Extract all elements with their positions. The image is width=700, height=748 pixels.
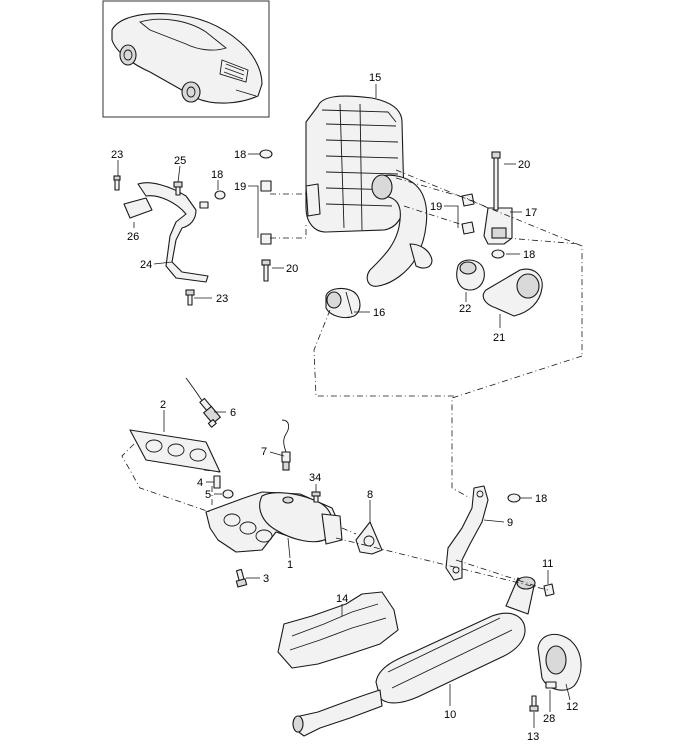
hanger-rod-24 — [137, 182, 209, 283]
callout-21: 21 — [493, 332, 505, 344]
hanger-bracket-26 — [123, 197, 153, 219]
bracket-9 — [445, 485, 489, 581]
nut-19-right-lower — [461, 221, 475, 235]
callout-4: 4 — [197, 477, 203, 489]
callout-22: 22 — [459, 303, 471, 315]
nut-19-right-upper — [461, 193, 475, 207]
bracket-17 — [483, 207, 513, 245]
leader-lines — [117, 84, 571, 728]
callout-23-top: 23 — [111, 149, 123, 161]
callout-25: 25 — [174, 155, 186, 167]
callout-34: 34 — [309, 472, 321, 484]
callout-28: 28 — [543, 713, 555, 725]
washer-18-left-top — [259, 149, 273, 159]
gasket-8 — [355, 521, 383, 555]
callout-16: 16 — [373, 307, 385, 319]
assembly-lines — [121, 169, 583, 591]
callout-18-hanger: 18 — [211, 169, 223, 181]
nut-11 — [543, 583, 555, 597]
callout-18-right: 18 — [523, 249, 535, 261]
rear-muffler-15 — [305, 95, 433, 287]
washer-18-hanger — [214, 190, 226, 200]
callout-5: 5 — [205, 489, 211, 501]
oxygen-sensor-6 — [185, 377, 222, 428]
callout-8: 8 — [367, 489, 373, 501]
callout-labels: 15 18 19 20 20 19 17 18 22 21 16 23 25 1… — [111, 72, 578, 743]
stud-4 — [213, 475, 221, 489]
callout-13: 13 — [527, 731, 539, 743]
callout-14: 14 — [336, 593, 348, 605]
clamp-22 — [456, 259, 485, 291]
bolt-13 — [529, 695, 539, 712]
washer-18-bracket-9 — [507, 493, 521, 503]
callout-20-right: 20 — [518, 159, 530, 171]
callout-11: 11 — [542, 558, 553, 570]
car-illustration — [111, 13, 263, 104]
callout-19-left: 19 — [234, 181, 246, 193]
callout-12: 12 — [566, 701, 578, 713]
callout-9: 9 — [507, 517, 513, 529]
callout-2: 2 — [160, 399, 166, 411]
callout-23-bottom: 23 — [216, 293, 228, 305]
callout-19-right: 19 — [430, 201, 442, 213]
bolt-3 — [235, 568, 248, 588]
callout-7: 7 — [261, 446, 267, 458]
clamp-28 — [545, 681, 557, 689]
bolt-23-top — [113, 175, 121, 191]
clamp-16 — [325, 287, 361, 319]
tailpipe-trim-21 — [482, 268, 543, 317]
front-muffler-10 — [292, 576, 536, 737]
manifold-catalytic-converter-1 — [205, 491, 343, 553]
oxygen-sensor-7 — [281, 419, 291, 471]
bolt-20-upper — [491, 151, 501, 211]
callout-3: 3 — [263, 573, 269, 585]
nut-5 — [222, 489, 234, 499]
callout-24: 24 — [140, 259, 152, 271]
callout-17: 17 — [525, 207, 537, 219]
callout-18-left-top: 18 — [234, 149, 246, 161]
callout-1: 1 — [287, 559, 293, 571]
bolt-20-lower — [261, 259, 271, 282]
callout-18-bracket: 18 — [535, 493, 547, 505]
callout-6: 6 — [230, 407, 236, 419]
washer-18-right — [491, 249, 505, 259]
manifold-gasket-2 — [129, 429, 221, 473]
vehicle-inset — [102, 0, 270, 118]
tailpipe-tip-12 — [537, 633, 582, 691]
nut-hanger — [199, 201, 209, 209]
heat-shield-14 — [277, 591, 399, 669]
nut-19-left-upper — [260, 180, 272, 192]
callout-10: 10 — [444, 709, 456, 721]
bolt-23-bottom — [185, 289, 195, 306]
callout-26: 26 — [127, 231, 139, 243]
callout-15: 15 — [369, 72, 381, 84]
callout-20-left: 20 — [286, 263, 298, 275]
nut-19-left-lower — [260, 233, 272, 245]
